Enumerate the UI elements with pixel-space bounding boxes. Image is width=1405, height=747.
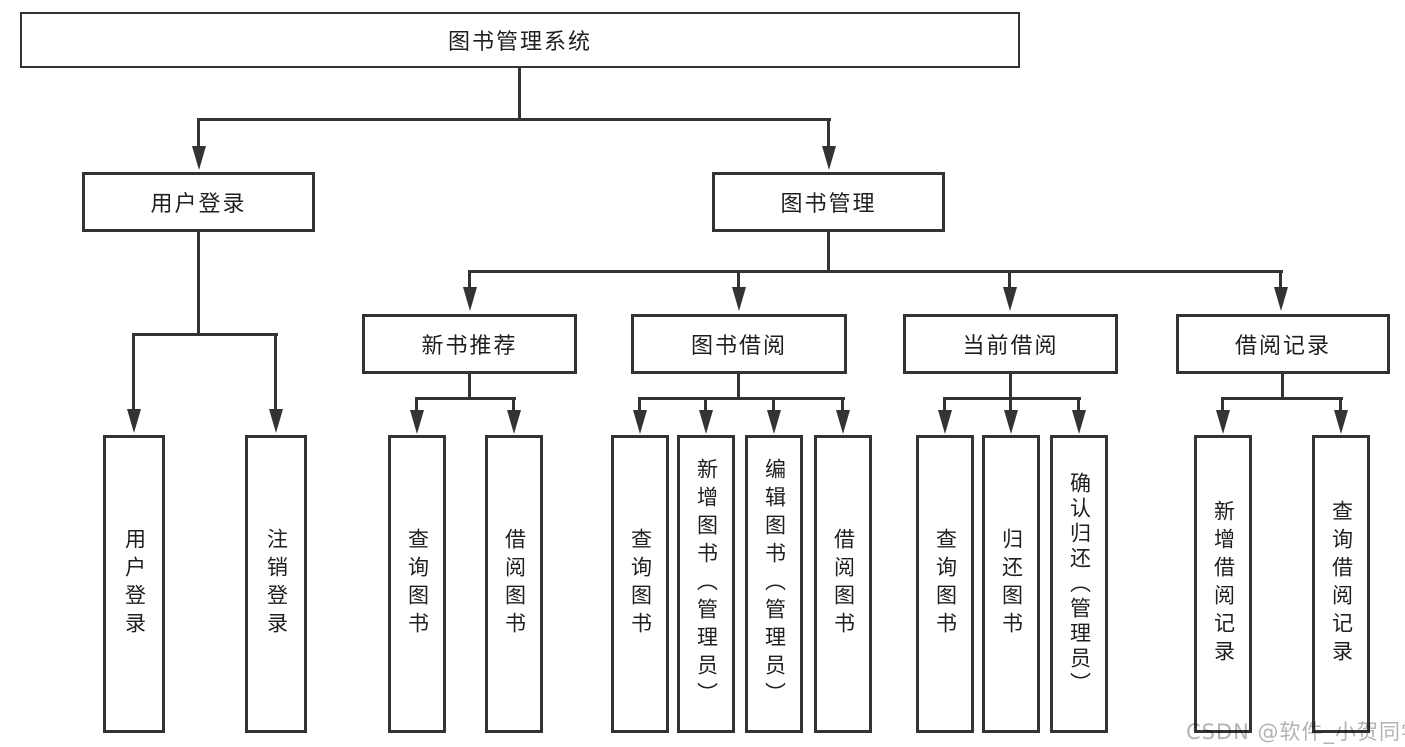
node-new-book-recommend-label: 新书推荐 [421, 334, 518, 359]
connector-line [841, 397, 844, 413]
connector-arrowhead-down [269, 409, 283, 433]
connector-line [638, 397, 845, 400]
node-root: 图书管理系统 [20, 12, 1020, 68]
connector-line [827, 232, 830, 272]
node-current-borrowing: 当前借阅 [903, 314, 1118, 374]
connector-line [468, 270, 1283, 273]
connector-line [1009, 397, 1012, 413]
connector-arrowhead-down [1003, 287, 1017, 311]
connector-line [943, 397, 946, 413]
node-user-login: 用户登录 [82, 172, 315, 232]
node-borrowing-records: 借阅记录 [1176, 314, 1390, 374]
connector-arrowhead-down [633, 410, 647, 434]
watermark: CSDN @软件_小贺同学 [1186, 720, 1405, 744]
leaf-user-login-label: 用户登录 [122, 528, 147, 640]
leaf-query-books-borrowing: 查询图书 [611, 435, 669, 733]
connector-line [943, 397, 1081, 400]
connector-line [1008, 270, 1011, 289]
node-book-management: 图书管理 [712, 172, 945, 232]
connector-line [1339, 397, 1342, 413]
node-borrowing-records-label: 借阅记录 [1234, 334, 1331, 359]
leaf-query-books-borrowing-label: 查询图书 [628, 528, 653, 640]
connector-line [132, 333, 278, 336]
leaf-borrow-books-recommend-label: 借阅图书 [502, 528, 527, 640]
connector-arrowhead-down [732, 287, 746, 311]
connector-line [518, 68, 521, 121]
connector-arrowhead-down [1072, 410, 1086, 434]
connector-arrowhead-down [410, 410, 424, 434]
connector-arrowhead-down [463, 287, 477, 311]
connector-arrowhead-down [699, 410, 713, 434]
leaf-logout-label: 注销登录 [264, 528, 289, 640]
leaf-borrow-books-borrowing: 借阅图书 [814, 435, 872, 733]
connector-line [415, 397, 418, 413]
connector-arrowhead-down [1004, 410, 1018, 434]
connector-arrowhead-down [507, 410, 521, 434]
connector-arrowhead-down [767, 410, 781, 434]
leaf-query-borrow-record-label: 查询借阅记录 [1329, 500, 1354, 668]
leaf-confirm-return-admin: 确认归还（管理员） [1050, 435, 1108, 733]
connector-line [468, 374, 471, 400]
leaf-edit-book-admin-label: 编辑图书（管理员） [762, 458, 787, 710]
leaf-add-borrow-record-label: 新增借阅记录 [1211, 500, 1236, 668]
connector-line [1221, 397, 1343, 400]
connector-line [468, 270, 471, 289]
connector-arrowhead-down [1334, 410, 1348, 434]
connector-line [274, 333, 277, 412]
connector-line [638, 397, 641, 413]
connector-arrowhead-down [1216, 410, 1230, 434]
connector-line [704, 397, 707, 413]
connector-line [1077, 397, 1080, 413]
connector-line [132, 333, 135, 412]
leaf-query-books-recommend-label: 查询图书 [405, 528, 430, 640]
connector-line [1279, 270, 1282, 289]
leaf-return-book: 归还图书 [982, 435, 1040, 733]
leaf-borrow-books-borrowing-label: 借阅图书 [831, 528, 856, 640]
connector-arrowhead-down [192, 146, 206, 170]
connector-arrowhead-down [1274, 287, 1288, 311]
leaf-borrow-books-recommend: 借阅图书 [485, 435, 543, 733]
leaf-query-books-recommend: 查询图书 [388, 435, 446, 733]
leaf-user-login: 用户登录 [103, 435, 165, 733]
leaf-query-books-current: 查询图书 [916, 435, 974, 733]
connector-arrowhead-down [836, 410, 850, 434]
connector-line [197, 232, 200, 336]
node-book-borrowing-label: 图书借阅 [690, 334, 787, 359]
leaf-add-book-admin: 新增图书（管理员） [677, 435, 735, 733]
connector-line [772, 397, 775, 413]
leaf-add-book-admin-label: 新增图书（管理员） [694, 458, 719, 710]
node-user-login-label: 用户登录 [150, 192, 247, 217]
node-root-label: 图书管理系统 [447, 30, 592, 55]
connector-line [827, 118, 830, 149]
leaf-query-borrow-record: 查询借阅记录 [1312, 435, 1370, 733]
connector-arrowhead-down [822, 146, 836, 170]
node-new-book-recommend: 新书推荐 [362, 314, 577, 374]
connector-line [197, 118, 200, 149]
connector-line [197, 118, 831, 121]
node-current-borrowing-label: 当前借阅 [962, 334, 1059, 359]
connector-line [1009, 374, 1012, 400]
leaf-query-books-current-label: 查询图书 [933, 528, 958, 640]
leaf-logout: 注销登录 [245, 435, 307, 733]
leaf-confirm-return-admin-label: 确认归还（管理员） [1067, 471, 1092, 697]
connector-line [512, 397, 515, 413]
connector-line [737, 270, 740, 289]
node-book-borrowing: 图书借阅 [631, 314, 847, 374]
node-book-management-label: 图书管理 [780, 192, 877, 217]
connector-line [1221, 397, 1224, 413]
connector-arrowhead-down [127, 409, 141, 433]
leaf-add-borrow-record: 新增借阅记录 [1194, 435, 1252, 733]
leaf-edit-book-admin: 编辑图书（管理员） [745, 435, 803, 733]
leaf-return-book-label: 归还图书 [999, 528, 1024, 640]
connector-arrowhead-down [938, 410, 952, 434]
connector-line [415, 397, 516, 400]
connector-line [1281, 374, 1284, 400]
connector-line [737, 374, 740, 400]
